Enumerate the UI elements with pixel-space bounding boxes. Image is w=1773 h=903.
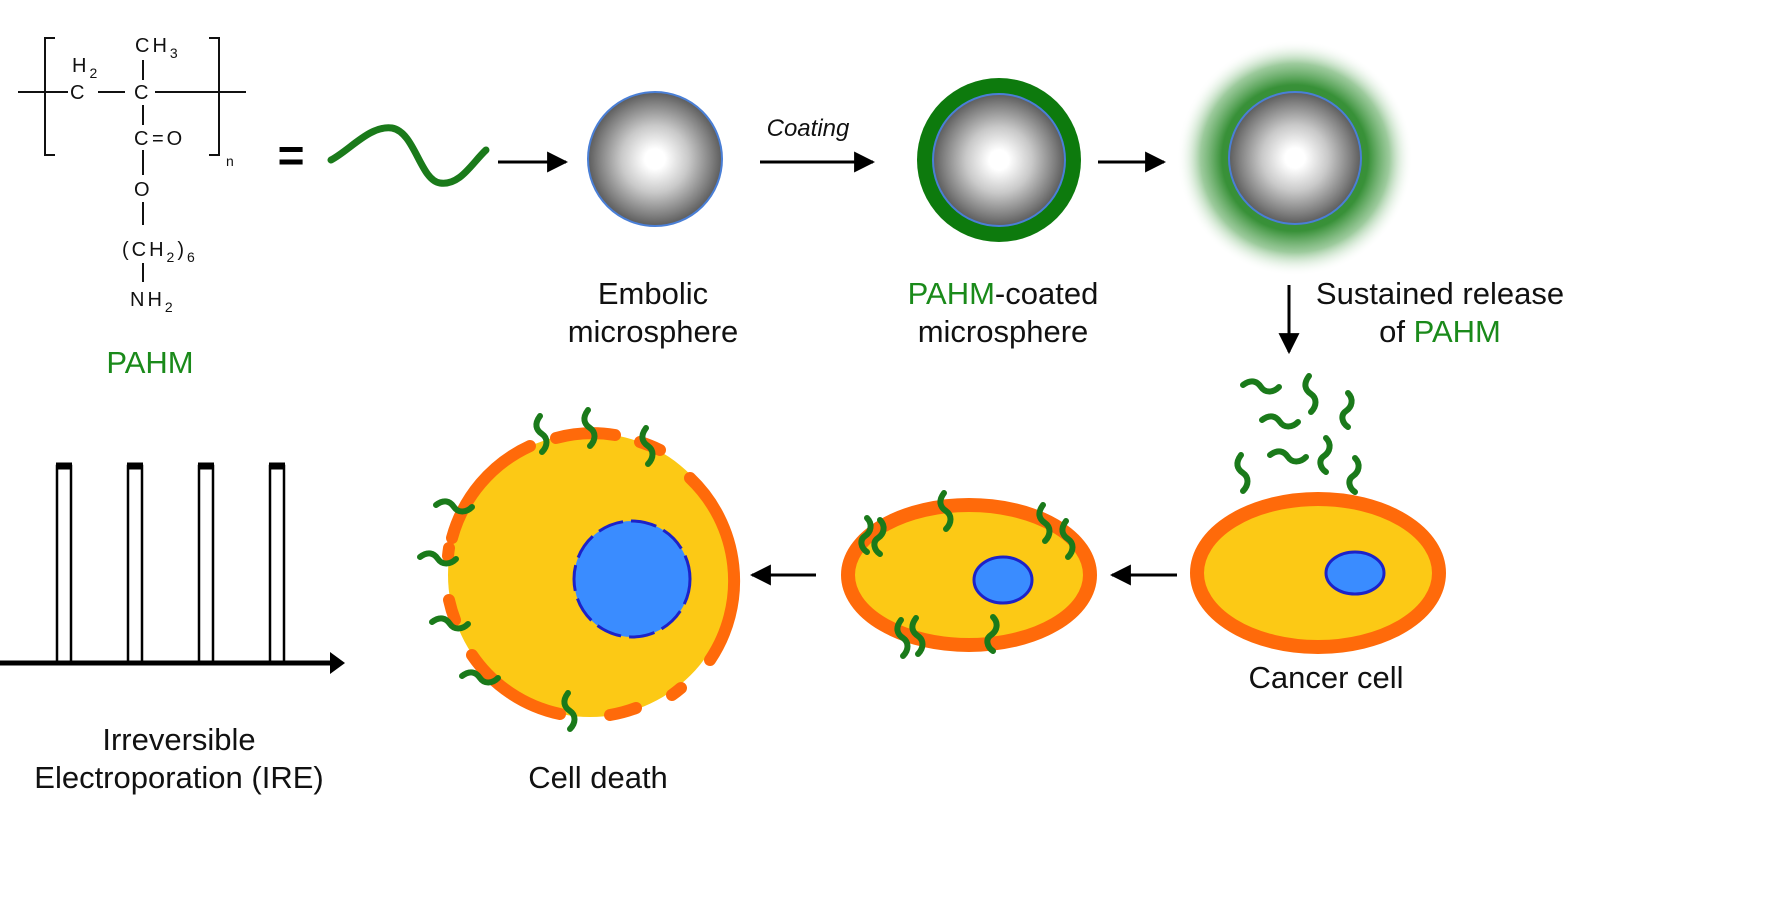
h2-label: H2 (72, 55, 100, 81)
pahm-bound-cell (841, 490, 1097, 659)
dying-cell-nucleus (572, 519, 692, 639)
membrane-fragment (466, 649, 566, 720)
bound-pahm-strand-icon (937, 490, 954, 532)
embolic-label-line1: Embolic (598, 276, 708, 311)
cancer-cell (1190, 492, 1446, 654)
membrane-fragment (666, 682, 687, 701)
free-pahm-strands (1234, 373, 1362, 495)
c-center-atom: C (134, 82, 151, 104)
c-left-atom: C (70, 82, 87, 104)
amine-label: NH2 (130, 289, 176, 315)
pahm-strand-icon (1339, 390, 1355, 430)
cell-death-label: Cell death (528, 760, 668, 795)
ire-pulse-waveform-icon (0, 462, 345, 674)
equals-sign: = (278, 129, 305, 181)
dying-pahm-strand-icon (429, 615, 471, 632)
carbonyl-oxygen: =O (152, 128, 185, 150)
polymer-strand-icon (327, 124, 490, 187)
bound-pahm-strand-icon (858, 515, 874, 555)
bound-pahm-strand-icon (909, 615, 926, 657)
cancer-cell-membrane (1190, 492, 1446, 654)
pahm-strand-icon (1234, 452, 1251, 494)
bound-pahm-strand-icon (1036, 502, 1053, 544)
embolic-label-line2: microsphere (568, 314, 739, 349)
dying-cell (417, 407, 741, 732)
dying-pahm-strand-icon (561, 690, 578, 732)
repeat-unit-n: n (226, 153, 234, 169)
membrane-fragment (443, 594, 461, 626)
ester-oxygen: O (134, 179, 153, 201)
membrane-fragment (684, 472, 741, 666)
pahm-strand-icon (1267, 448, 1309, 465)
pahm-strand-icon (1240, 378, 1282, 395)
pahm-strand-icon (1302, 373, 1319, 415)
chemical-structure: H2 CH3 C C C =O O (CH2)6 NH2 n PAHM (18, 35, 246, 380)
bound-pahm-strand-icon (984, 614, 1000, 654)
bound-pahm-strand-icon (1059, 518, 1076, 560)
dying-pahm-strand-icon (533, 413, 550, 455)
membrane-fragment (604, 702, 642, 721)
pahm-strand-icon (1317, 435, 1333, 475)
dying-pahm-strand-icon (417, 550, 459, 567)
membrane-fragment (550, 427, 621, 444)
membrane-fragment (442, 542, 455, 562)
c-carbonyl-atom: C (134, 128, 151, 150)
cancer-cell-nucleus (1324, 550, 1386, 596)
release-label-line2: of PAHM (1379, 314, 1501, 349)
coated-label-line2: microsphere (918, 314, 1089, 349)
coating-label: Coating (767, 115, 850, 142)
bound-cell-nucleus (972, 555, 1034, 605)
coated-microsphere-core (932, 93, 1066, 227)
right-bracket (209, 37, 220, 156)
pahm-strand-icon (1259, 413, 1301, 430)
ire-label-line2: Electroporation (IRE) (34, 760, 323, 795)
cancer-cell-label: Cancer cell (1248, 660, 1403, 695)
left-bracket (44, 37, 55, 156)
membrane-fragment (446, 440, 536, 544)
embolic-microsphere (587, 91, 723, 227)
bound-cell-membrane (841, 498, 1097, 652)
pahm-name-label: PAHM (106, 345, 193, 380)
hexyl-chain-label: (CH2)6 (122, 239, 198, 265)
pahm-strand-icon (1346, 455, 1362, 495)
release-label-line1: Sustained release (1316, 276, 1564, 311)
bound-pahm-strand-icon (894, 617, 911, 659)
ire-label-line1: Irreversible (102, 722, 255, 757)
ch3-label: CH3 (135, 35, 181, 61)
release-microsphere-core (1228, 91, 1362, 225)
dying-pahm-strand-icon (581, 407, 598, 449)
dying-pahm-strand-icon (639, 425, 656, 467)
bound-pahm-strand-icon (871, 517, 887, 557)
dying-pahm-strand-icon (433, 498, 475, 515)
coated-label-line1: PAHM-coated (908, 276, 1099, 311)
dying-pahm-strand-icon (459, 669, 501, 686)
